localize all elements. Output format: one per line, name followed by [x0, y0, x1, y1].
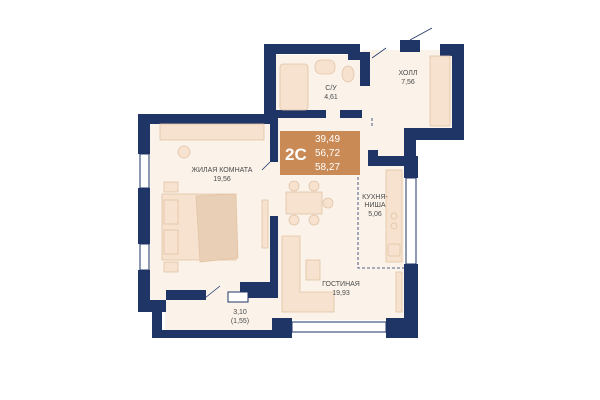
kitchen-name-2: НИША	[364, 202, 386, 209]
door-leaf	[261, 161, 271, 171]
coffee-table	[305, 259, 321, 281]
tv-unit	[261, 199, 269, 249]
wall	[152, 306, 162, 338]
window	[139, 153, 150, 189]
sofa	[281, 235, 335, 313]
wall	[368, 156, 416, 166]
bathtub	[279, 63, 309, 111]
apartment-code: 2С	[285, 145, 307, 164]
wall	[368, 150, 378, 164]
chair	[288, 214, 300, 226]
wardrobe	[429, 55, 451, 127]
total-area-with-balcony-value: 58,27	[315, 162, 340, 173]
furniture	[159, 55, 451, 313]
chair	[288, 180, 300, 192]
wall	[138, 188, 150, 244]
wall	[264, 44, 276, 116]
pillow	[163, 229, 179, 255]
tv-unit	[395, 271, 403, 313]
kitchen-name: КУХНЯ-	[362, 194, 388, 201]
apartment-badge: 2С 39,49 56,72 58,27	[280, 131, 360, 175]
wall	[404, 264, 418, 338]
bathroom-name: С/У	[325, 85, 337, 92]
door-leaf	[371, 47, 387, 59]
total-area-value: 56,72	[315, 148, 340, 159]
bedroom-area: 19,56	[213, 176, 231, 183]
nightstand	[163, 181, 179, 193]
wall	[360, 52, 370, 86]
window	[227, 291, 249, 303]
kitchen-partition	[357, 118, 404, 269]
windows	[139, 153, 417, 333]
room-labels: С/У 4,61 ХОЛЛ 7,56 ЖИЛАЯ КОМНАТА 19,56 К…	[192, 70, 418, 325]
bedroom-name: ЖИЛАЯ КОМНАТА	[192, 167, 253, 174]
wall	[138, 114, 150, 154]
wall	[166, 290, 206, 300]
wall	[400, 40, 420, 52]
wall	[264, 44, 348, 54]
wall	[152, 330, 292, 338]
hall-area: 7,56	[401, 79, 415, 86]
wall	[240, 282, 278, 298]
window	[291, 321, 387, 333]
stove	[390, 222, 398, 230]
door-leaf	[204, 285, 221, 299]
living-area: 19,93	[332, 290, 350, 297]
stove	[390, 212, 398, 220]
dining-table	[285, 191, 323, 215]
balcony-area: 3,10	[233, 309, 247, 316]
living-area-value: 39,49	[315, 134, 340, 145]
chair	[308, 180, 320, 192]
nightstand	[163, 261, 179, 273]
sink	[314, 59, 336, 75]
kitchen-sink	[387, 243, 401, 257]
door-leaf	[409, 27, 433, 41]
balcony-area-reduced: (1,55)	[231, 318, 249, 325]
wall	[270, 118, 278, 162]
door-swings	[204, 27, 433, 299]
wall	[340, 110, 362, 118]
hall-name: ХОЛЛ	[399, 70, 418, 77]
chair	[308, 214, 320, 226]
chair	[177, 145, 191, 159]
wall	[404, 128, 464, 140]
wall	[272, 318, 292, 338]
living-name: ГОСТИНАЯ	[322, 281, 360, 288]
kitchen-area: 5,06	[368, 211, 382, 218]
window	[139, 243, 150, 271]
desk	[159, 123, 265, 141]
bathroom-area: 4,61	[324, 94, 338, 101]
toilet	[341, 65, 355, 83]
wall	[270, 216, 278, 298]
pillow	[163, 199, 179, 225]
wall	[138, 114, 278, 124]
wall	[452, 44, 464, 140]
chair	[322, 197, 334, 209]
walls	[138, 40, 464, 338]
wall	[404, 128, 416, 156]
badge-background	[280, 131, 360, 175]
window	[405, 177, 417, 265]
blanket	[195, 193, 239, 263]
wall	[264, 110, 326, 118]
wall	[348, 44, 360, 60]
